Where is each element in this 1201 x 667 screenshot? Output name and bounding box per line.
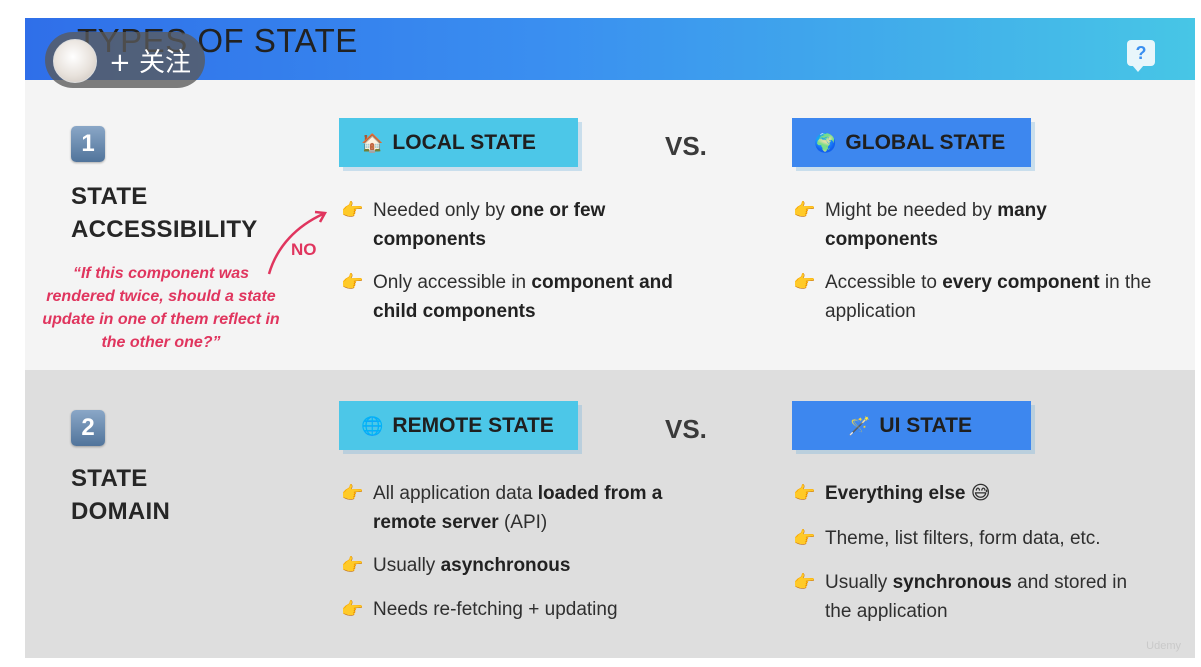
section1-title-line2: ACCESSIBILITY (71, 216, 258, 243)
globe-icon: 🌍 (814, 133, 837, 154)
section2-number-badge: 2 (71, 410, 105, 446)
bullet-text: Accessible to (825, 272, 943, 293)
bullet-text: Needs re-fetching + updating (373, 599, 618, 620)
bullet-text: Needed only by (373, 200, 511, 221)
remote-bullet-1: 👉 All application data loaded from a rem… (341, 479, 703, 537)
remote-state-pill: 🌐 REMOTE STATE (339, 401, 578, 450)
house-icon: 🏠 (361, 133, 384, 154)
ui-bullet-1: 👉 Everything else 😅 (793, 479, 1155, 508)
hand-pointing-right-icon: 👉 (793, 200, 816, 221)
slide: TYPES OF STATE ? 1 STATE ACCESSIBILITY “… (25, 18, 1195, 658)
udemy-watermark: Udemy (1146, 640, 1181, 652)
section2-vs: VS. (665, 414, 707, 444)
bullet-bold: many components (825, 200, 1047, 250)
hand-pointing-right-icon: 👉 (793, 528, 816, 549)
local-state-pill: 🏠 LOCAL STATE (339, 118, 578, 167)
slide-header: TYPES OF STATE ? (25, 18, 1195, 80)
local-state-label: LOCAL STATE (392, 131, 536, 154)
remote-state-label: REMOTE STATE (392, 414, 554, 437)
bullet-text-post: and stored in the application (825, 572, 1128, 622)
section2-title-line2: DOMAIN (71, 498, 171, 525)
section1-title-line1: STATE (71, 183, 148, 210)
bullet-text: Usually (825, 572, 893, 593)
bullet-text: Theme, list filters, form data, etc. (825, 528, 1101, 549)
no-label: NO (291, 240, 317, 259)
hand-pointing-right-icon: 👉 (341, 599, 364, 620)
hand-pointing-right-icon: 👉 (341, 200, 364, 221)
section1-vs: VS. (665, 131, 707, 161)
hand-pointing-right-icon: 👉 (793, 572, 816, 593)
hand-pointing-right-icon: 👉 (341, 555, 364, 576)
bullet-bold: synchronous (892, 572, 1012, 593)
ui-state-label: UI STATE (879, 414, 972, 437)
section1-quote: “If this component was rendered twice, s… (42, 265, 280, 351)
global-bullet-2: 👉 Accessible to every component in the a… (793, 268, 1155, 326)
avatar[interactable] (53, 39, 97, 83)
global-bullet-1: 👉 Might be needed by many components (793, 196, 1155, 254)
bullet-text-post: (API) (498, 512, 548, 533)
ui-state-pill: 🪄 UI STATE (792, 401, 1031, 450)
bullet-text-post: in the application (825, 272, 1152, 322)
hand-pointing-right-icon: 👉 (341, 272, 364, 293)
follow-button[interactable]: + 关注 (45, 32, 205, 88)
bullet-text: All application data (373, 483, 538, 504)
local-bullet-2: 👉 Only accessible in component and child… (341, 268, 703, 326)
section2-title: STATE DOMAIN (71, 462, 170, 528)
section2-title-line1: STATE (71, 465, 148, 492)
hand-pointing-right-icon: 👉 (341, 483, 364, 504)
bullet-bold: one or few components (373, 200, 606, 250)
help-question-icon[interactable]: ? (1127, 40, 1155, 72)
bullet-bold: component and child components (373, 272, 673, 322)
global-state-label: GLOBAL STATE (845, 131, 1006, 154)
hand-pointing-right-icon: 👉 (793, 483, 816, 504)
section1-number-badge: 1 (71, 126, 105, 162)
bullet-bold: loaded from a remote server (373, 483, 663, 533)
bullet-bold: every component (942, 272, 1100, 293)
remote-bullet-3: 👉 Needs re-fetching + updating (341, 595, 703, 624)
bullet-text-post: 😅 (965, 483, 991, 504)
magic-wand-icon: 🪄 (848, 416, 871, 437)
bullet-text: Might be needed by (825, 200, 998, 221)
web-globe-icon: 🌐 (361, 416, 384, 437)
section1-title: STATE ACCESSIBILITY (71, 180, 258, 246)
global-state-pill: 🌍 GLOBAL STATE (792, 118, 1031, 167)
bullet-bold: Everything else (825, 483, 966, 504)
bullet-bold: asynchronous (440, 555, 571, 576)
bullet-text: Only accessible in (373, 272, 532, 293)
curved-arrow-icon (267, 210, 328, 275)
hand-pointing-right-icon: 👉 (793, 272, 816, 293)
local-bullet-1: 👉 Needed only by one or few components (341, 196, 703, 254)
remote-bullet-2: 👉 Usually asynchronous (341, 551, 703, 580)
ui-bullet-2: 👉 Theme, list filters, form data, etc. (793, 524, 1155, 553)
follow-label: + 关注 (109, 48, 192, 78)
bullet-text: Usually (373, 555, 441, 576)
ui-bullet-3: 👉 Usually synchronous and stored in the … (793, 568, 1155, 626)
